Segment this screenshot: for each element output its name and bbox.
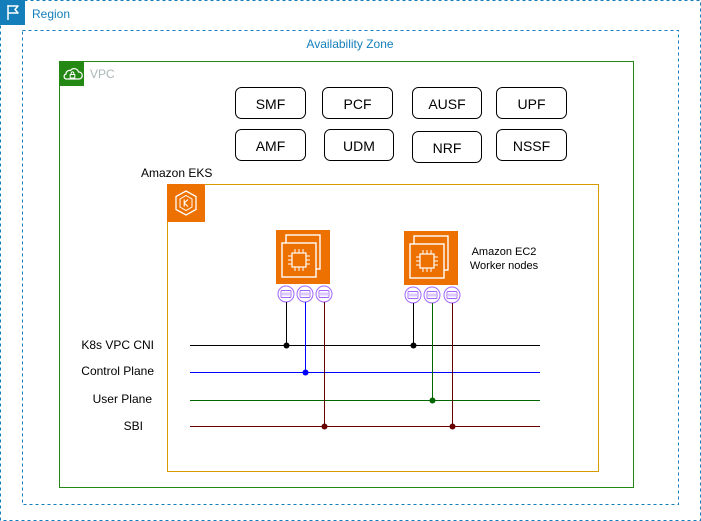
function-box-upf: UPF [496,87,567,119]
junction-node1-k8s-vpc-cni [283,342,290,349]
network-label-k8s-vpc-cni: K8s VPC CNI [81,338,154,352]
availability-zone-boundary [22,30,679,505]
function-box-udm: UDM [324,129,394,161]
vpc-boundary [59,61,634,488]
function-label: UDM [343,138,375,154]
elastic-network-interface-icon [443,286,461,304]
function-label: SMF [256,96,286,112]
eks-label: Amazon EKS [141,166,212,180]
amazon-eks-icon [167,184,205,222]
elastic-network-interface-icon [296,285,314,303]
vpc-cloud-lock-icon [60,62,84,86]
elastic-network-interface-icon [315,285,333,303]
function-label: AUSF [428,96,465,112]
junction-node1-control-plane [302,369,309,376]
network-label-control-plane: Control Plane [81,364,154,378]
vpc-label: VPC [90,67,115,81]
function-label: UPF [518,96,546,112]
amazon-ec2-instances-icon [276,230,330,284]
function-box-amf: AMF [235,129,306,161]
region-flag-icon [0,0,25,25]
region-label: Region [32,7,70,21]
function-label: AMF [256,138,286,154]
network-label-sbi: SBI [124,419,143,433]
function-box-nrf: NRF [412,131,482,163]
elastic-network-interface-icon [404,286,422,304]
worker-nodes-label-line1: Amazon EC2 [472,246,537,258]
function-label: NRF [433,140,462,156]
function-box-nssf: NSSF [496,129,567,161]
elastic-network-interface-icon [277,285,295,303]
function-label: NSSF [513,138,550,154]
network-label-user-plane: User Plane [93,392,153,406]
junction-node2-sbi [449,423,456,430]
eks-cluster-boundary [167,184,599,472]
junction-node2-k8s-vpc-cni [410,342,417,349]
function-box-pcf: PCF [322,87,393,119]
worker-nodes-label-line2: Worker nodes [470,260,539,272]
function-box-smf: SMF [235,87,306,119]
function-label: PCF [344,96,372,112]
function-box-ausf: AUSF [412,87,482,119]
elastic-network-interface-icon [423,286,441,304]
junction-node1-sbi [321,423,328,430]
availability-zone-label: Availability Zone [306,37,393,51]
amazon-ec2-instances-icon [404,231,458,285]
junction-node2-user-plane [429,397,436,404]
